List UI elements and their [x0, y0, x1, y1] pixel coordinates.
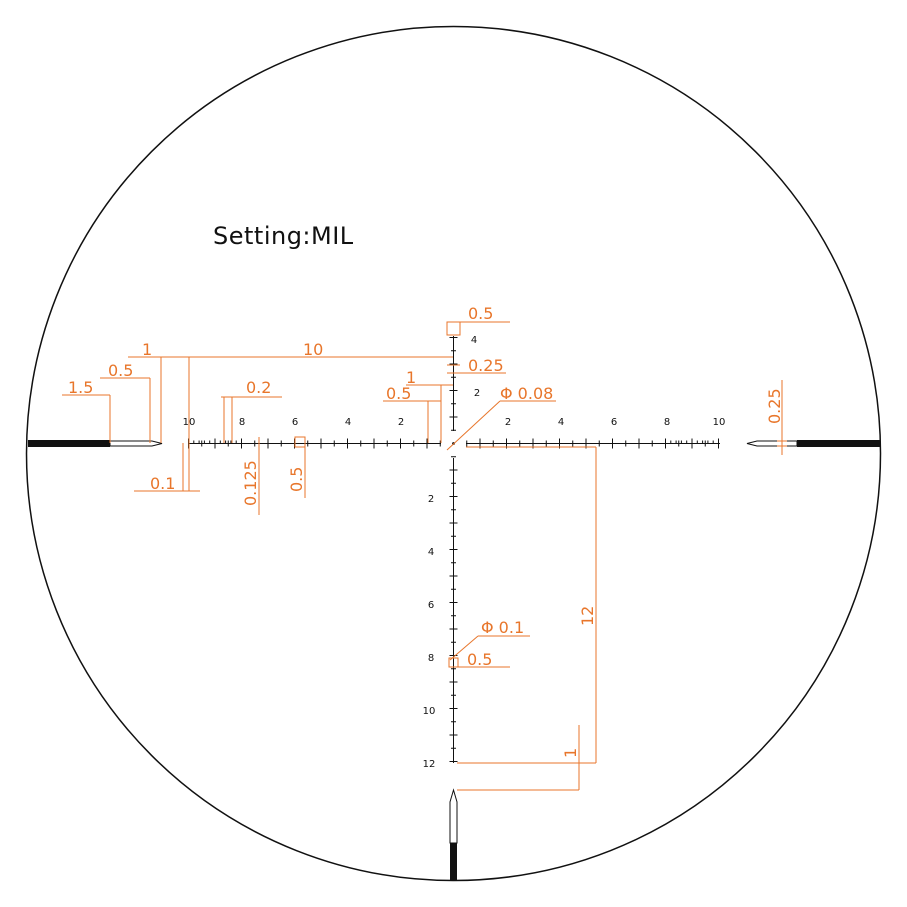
- dim-dot-marker: Φ 0.1: [481, 618, 524, 637]
- square-marker: [294, 436, 306, 448]
- dim-vertical-span: 12: [578, 606, 597, 626]
- tick-label-bottom-8: 8: [428, 653, 434, 664]
- dim-dot-half: 0.5: [467, 650, 492, 669]
- tick-label-right-4: 4: [558, 417, 564, 428]
- dim-left-subtension: 0.1: [150, 474, 175, 493]
- bottom-thick-post: [450, 843, 457, 880]
- dim-top-gap: 0.25: [468, 356, 504, 375]
- dim-left-post: 1.5: [68, 378, 93, 397]
- dim-center-dot: Φ 0.08: [500, 384, 553, 403]
- tick-label-top-4: 4: [471, 335, 477, 346]
- tick-label-top-2: 2: [474, 388, 480, 399]
- tick-label-bottom-4: 4: [428, 547, 434, 558]
- top-box-marker: [446, 321, 461, 336]
- tick-label-bottom-6: 6: [428, 600, 434, 611]
- right-thick-post: [797, 440, 880, 447]
- dim-left-one: 1: [142, 340, 152, 359]
- field-of-view-circle: [25, 25, 882, 882]
- tick-label-left-8: 8: [239, 417, 245, 428]
- dim-top-box: 0.5: [468, 304, 493, 323]
- dim-top-one: 1: [406, 368, 416, 387]
- dim-fine-tick: 0.2: [246, 378, 271, 397]
- dim-half-left: 0.5: [386, 384, 411, 403]
- dim-minor-tick: 0.125: [241, 460, 260, 506]
- setting-title: Setting:MIL: [213, 222, 354, 250]
- tick-label-bottom-10: 10: [423, 706, 436, 717]
- dim-right-post: 0.25: [765, 388, 784, 424]
- dot-marker-leader: [449, 635, 479, 661]
- vertical-bottom-labels: 2 4 6 8 10 12: [423, 494, 436, 770]
- left-pointed-post: [109, 440, 163, 447]
- horizontal-right-labels: 2 4 6 8 10: [505, 417, 726, 428]
- dim-span-ten: 10: [303, 340, 323, 359]
- tick-label-bottom-12: 12: [423, 759, 436, 770]
- horizontal-left-labels: 10 8 6 4 2: [183, 417, 405, 428]
- tick-label-right-6: 6: [611, 417, 617, 428]
- right-pointed-post: [746, 440, 798, 447]
- tick-label-left-2: 2: [398, 417, 404, 428]
- center-dot-leader: [446, 400, 501, 451]
- tick-label-right-8: 8: [664, 417, 670, 428]
- dimension-labels: 0.5 0.25 1 0.5 Φ 0.08 10 1 0.5 1.5 0.2 0…: [68, 304, 784, 758]
- dimension-annotations: [62, 321, 787, 791]
- tick-label-bottom-2: 2: [428, 494, 434, 505]
- dim-bottom-one: 1: [561, 748, 580, 758]
- left-thick-post: [28, 440, 110, 447]
- dim-left-half: 0.5: [108, 361, 133, 380]
- tick-label-left-6: 6: [292, 417, 298, 428]
- tick-label-left-4: 4: [345, 417, 351, 428]
- dim-square-mark: 0.5: [287, 467, 306, 492]
- dot-marker-box: [448, 657, 459, 668]
- vertical-top-labels: 4 2: [471, 335, 480, 399]
- bottom-pointed-post: [449, 788, 458, 844]
- tick-label-right-10: 10: [713, 417, 726, 428]
- tick-label-right-2: 2: [505, 417, 511, 428]
